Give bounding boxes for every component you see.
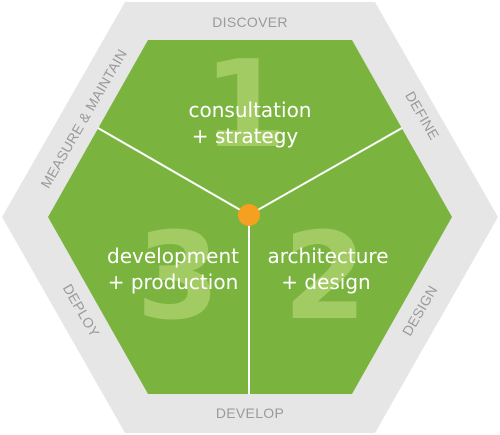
segment-3-label-line1: development <box>107 244 239 268</box>
divider-left <box>97 127 250 216</box>
segment-1-label-line1: consultation <box>189 98 312 122</box>
segment-1-number: 1 <box>203 36 287 175</box>
label-develop: DEVELOP <box>216 405 284 421</box>
segment-2-number: 2 <box>283 208 367 347</box>
segment-3-label-line2: + production <box>108 270 239 294</box>
segment-2-label-line2: + design <box>281 270 370 294</box>
center-dot <box>238 204 260 226</box>
segment-2-label-line1: architecture <box>267 244 388 268</box>
label-discover: DISCOVER <box>212 14 288 30</box>
segment-1-label-line2: + strategy <box>192 124 299 148</box>
divider-right <box>248 127 403 216</box>
segment-3-number: 3 <box>136 208 220 347</box>
